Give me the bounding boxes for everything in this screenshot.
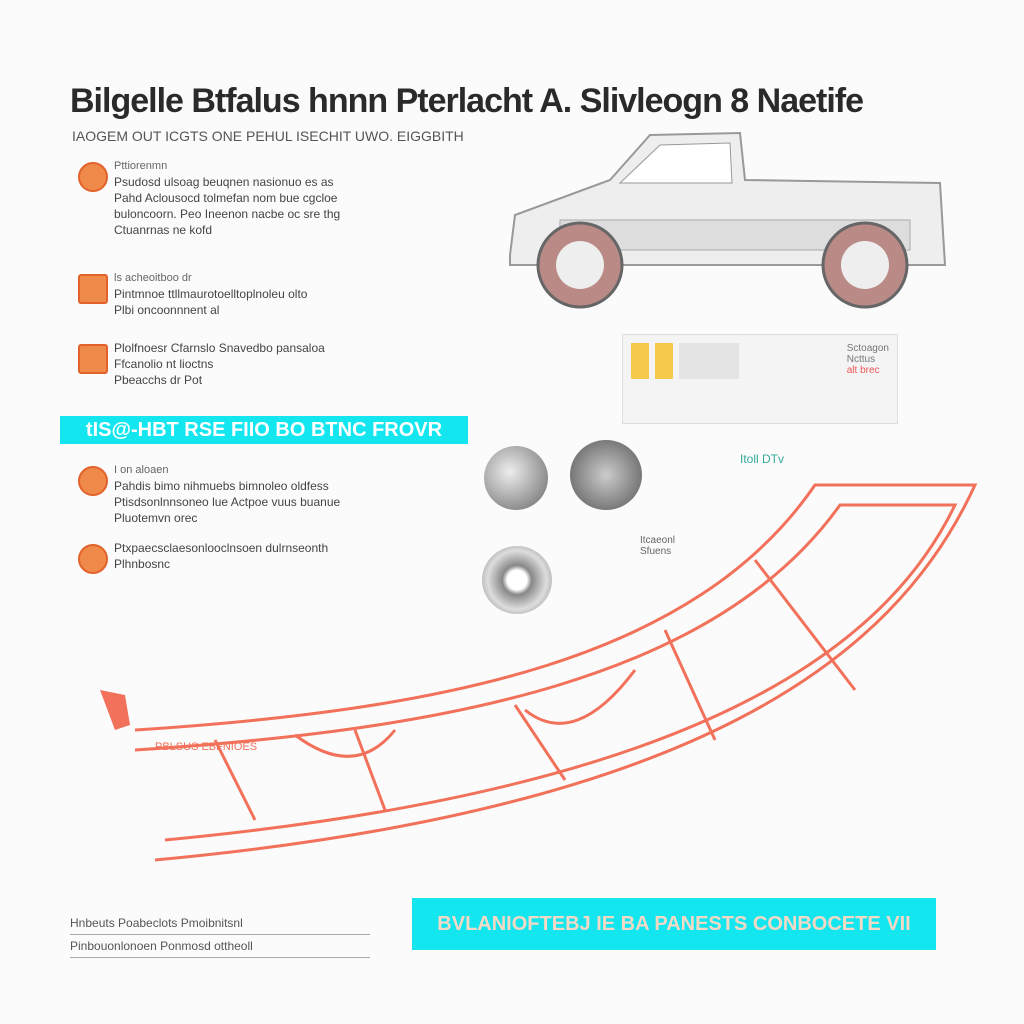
feature-line: Plolfnoesr Cfarnslo Snavedbo pansaloa [114,341,325,355]
feature-line: Pahd Aclousocd tolmefan nom bue cgcloe [114,191,338,205]
bracket-icon [78,274,108,304]
bolt-icon [78,344,108,374]
footer-banner: BVLANIOFTEBJ IE BA PANESTS CONBOCETE VII [412,898,936,950]
feature-item: ls acheoitboo dr Pintmnoe ttllmaurotoell… [78,270,458,318]
feature-heading: ls acheoitboo dr [114,272,192,284]
feature-line: Ptxpaecsclaesonlooclnsoen dulrnseonth [114,541,329,555]
spring-icon [78,544,108,574]
feature-line: Plhnbosnc [114,557,171,571]
footer-notes: Hnbeuts Poabeclots Pmoibnitsnl Pinbouonl… [70,912,370,958]
feature-item: Ptxpaecsclaesonlooclnsoen dulrnseonth Pl… [78,540,458,574]
caption-line: Sfuens [640,546,672,557]
frame-diagram: PBLSUS EBFNIOES [100,483,978,862]
panel-text: Sctoagon [846,343,889,354]
feature-line: Pintmnoe ttllmaurotoelltoplnoleu olto [114,287,308,301]
feature-line: buloncoorn. Peo Ineenon nacbe oc sre thg [114,207,341,221]
bushing-part [570,440,642,510]
part-icon [78,162,108,192]
feature-item: Pttiorenmn Psudosd ulsoag beuqnen nasion… [78,158,458,238]
part-label: Itoll DTv [740,452,785,466]
spec-panel: Sctoagon Ncttus alt brec [622,334,898,424]
page-title: Bilgelle Btfalus hnnn Pterlacht A. Slivl… [70,82,864,120]
section-banner: tIS@-HBT RSE FIIO BO BTNC FROVR [60,416,468,444]
panel-text: alt brec [846,365,880,376]
feature-item: Plolfnoesr Cfarnslo Snavedbo pansaloa Ff… [78,340,458,388]
hub-part [482,546,552,614]
footer-line: Pinbouonlonoen Ponmosd ottheoll [70,935,370,958]
feature-line: Pbeacchs dr Pot [114,373,203,387]
feature-heading: Pttiorenmn [114,160,168,172]
page-subtitle: IAOGEM OUT ICGTS ONE PEHUL ISECHIT UWO. … [72,128,464,144]
feature-line: Pahdis bimo nihmuebs bimnoleo oldfess [114,479,329,493]
feature-line: Psudosd ulsoag beuqnen nasionuo es as [114,175,334,189]
footer-line: Hnbeuts Poabeclots Pmoibnitsnl [70,912,370,935]
truck-illustration [509,131,947,309]
feature-line: Ptisdsonlnnsoneo lue Actpoe vuus buanue [114,495,341,509]
feature-heading: I on aloaen [114,464,169,476]
bearing-part [484,446,548,510]
feature-line: Pluotemvn orec [114,511,198,525]
part-caption: Itcaeonl Sfuens [640,535,675,557]
frame-label: PBLSUS EBFNIOES [155,741,257,753]
feature-line: Plbi oncoonnnent al [114,303,220,317]
caption-line: Itcaeonl [640,535,676,546]
axle-icon [78,466,108,496]
feature-line: Ctuanrnas ne kofd [114,223,213,237]
panel-text: Ncttus [846,354,876,365]
feature-line: Ffcanolio nt lioctns [114,357,214,371]
feature-item: I on aloaen Pahdis bimo nihmuebs bimnole… [78,462,458,526]
